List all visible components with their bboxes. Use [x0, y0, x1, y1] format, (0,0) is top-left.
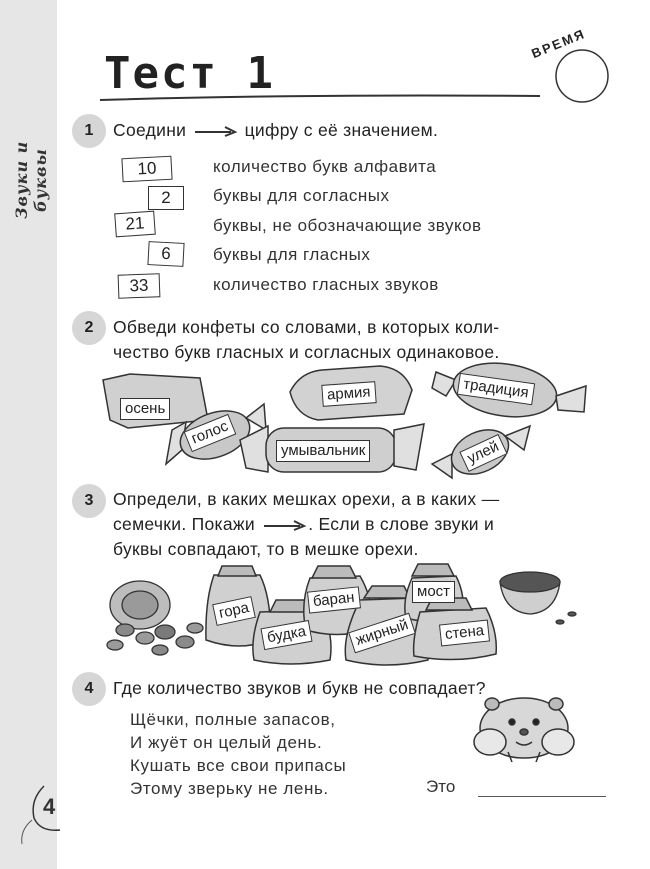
poem-line: И жуёт он целый день. [130, 733, 323, 752]
bag-word[interactable]: мост [412, 581, 456, 603]
sidebar-strip: Звуки и буквы [0, 0, 57, 869]
task-3-number: 3 [72, 484, 106, 518]
candy-word[interactable]: осень [120, 398, 171, 420]
seeds-bowl-icon [499, 571, 577, 625]
task-2-number: 2 [72, 311, 106, 345]
nuts-pile-icon [106, 580, 204, 656]
meaning-item[interactable]: количество гласных звуков [213, 275, 439, 294]
arrow-icon [264, 520, 307, 532]
task-1-number: 1 [72, 114, 106, 148]
meaning-item[interactable]: буквы для согласных [213, 186, 390, 205]
task-1-text-after: цифру с её значением. [244, 120, 439, 140]
candy-wrapper-icon [164, 402, 267, 466]
task-3-line-2b: . Если в слове звуки и [308, 514, 495, 534]
task-4-number: 4 [72, 672, 106, 706]
meaning-item[interactable]: буквы, не обозначающие звуков [213, 216, 482, 235]
poem-line: Кушать все свои припасы [130, 756, 347, 775]
meaning-item[interactable]: буквы для гласных [213, 245, 371, 264]
task-3-line-2a: семечки. Покажи [113, 514, 256, 534]
task-3-line-3: буквы совпадают, то в мешке орехи. [113, 539, 419, 559]
task-4-prompt: Где количество звуков и букв не совпадае… [113, 678, 486, 698]
task-2-prompt: Обведи конфеты со словами, в которых кол… [113, 315, 613, 365]
page-number: 4 [43, 794, 56, 819]
task-3-line-2: семечки. Покажи . Если в слове звуки и [113, 512, 613, 537]
time-circle-icon [555, 49, 609, 103]
time-box: ВРЕМЯ [529, 26, 610, 108]
task-2-line-1: Обведи конфеты со словами, в которых кол… [113, 317, 500, 337]
task-3-prompt: Определи, в каких мешках орехи, а в каки… [113, 487, 613, 562]
answer-input-line[interactable] [478, 796, 606, 797]
meaning-item[interactable]: количество букв алфавита [213, 157, 437, 176]
candy-word[interactable]: умывальник [276, 440, 371, 462]
poem-line: Этому зверьку не лень. [130, 779, 329, 798]
task-1-text-before: Соедини [113, 120, 187, 140]
poem: Щёчки, полные запасов, И жуёт он целый д… [130, 708, 346, 800]
task-3-line-1: Определи, в каких мешках орехи, а в каки… [113, 489, 500, 509]
arrow-icon [195, 126, 238, 138]
answer-prompt: Это [426, 777, 456, 796]
number-card-2[interactable]: 2 [148, 186, 184, 210]
task-2-line-2: чество букв гласных и согласных одинаков… [113, 342, 500, 362]
task-1-prompt: Соедини цифру с её значением. [113, 118, 613, 143]
poem-line: Щёчки, полные запасов, [130, 710, 336, 729]
page-title: Тест 1 [104, 48, 275, 99]
